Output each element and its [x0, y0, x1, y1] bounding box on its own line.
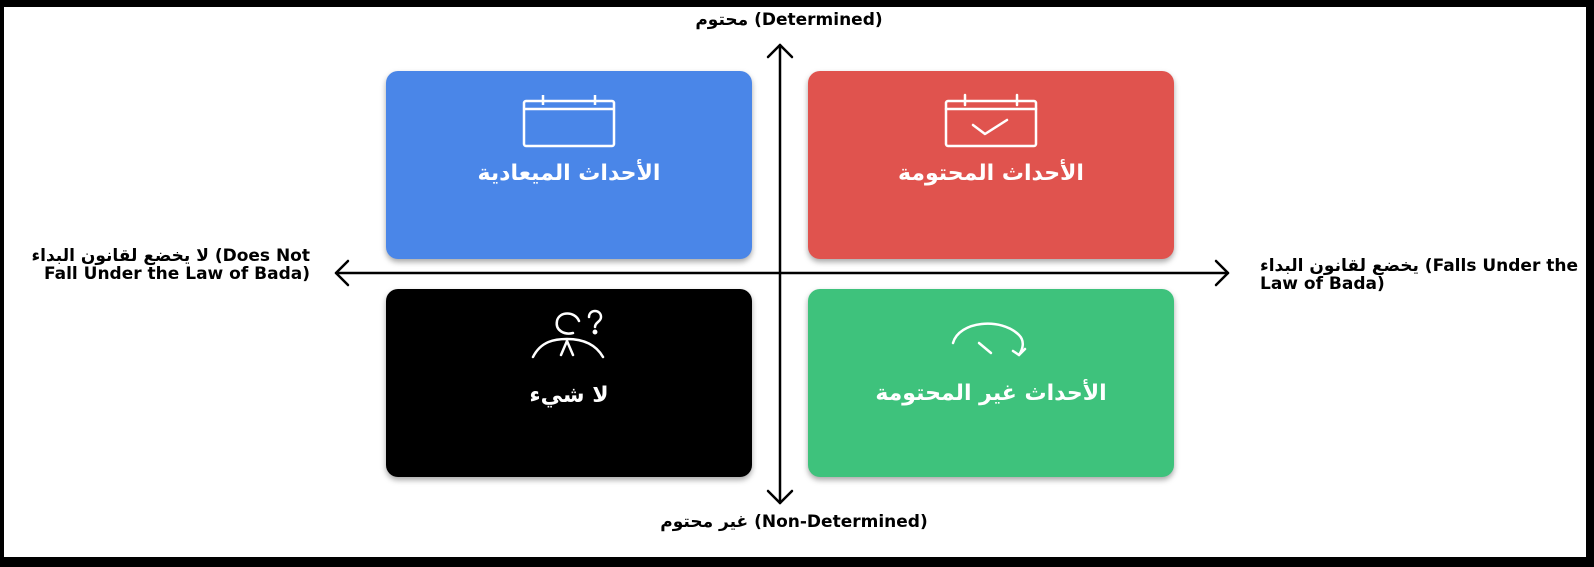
quadrant-top-left: الأحداث الميعادية [386, 71, 752, 259]
axis-label-not-under-bada: لا يخضع لقانون البداء (Does Not Fall Und… [31, 246, 310, 284]
quadrant-bottom-right: الأحداث غير المحتومة [808, 289, 1174, 477]
calendar-icon [522, 95, 616, 148]
arrow-circle-icon [951, 322, 1027, 357]
quadrant-label-nothing: لا شيء [529, 383, 609, 408]
quadrant-label-promised-events: الأحداث الميعادية [477, 161, 661, 186]
axis-label-determined: محتوم (Determined) [695, 10, 883, 30]
vertical-axis-top-arrow [766, 43, 794, 59]
axis-label-non-determined: غير محتوم (Non-Determined) [660, 512, 928, 532]
quadrant-bottom-left: لا شيء [386, 289, 752, 477]
horizontal-axis-left-arrow [334, 259, 350, 287]
quadrant-label-non-determined-events: الأحداث غير المحتومة [875, 381, 1107, 406]
calendar-check-icon [944, 93, 1038, 148]
quadrant-label-determined-events: الأحداث المحتومة [898, 161, 1084, 186]
axes [334, 43, 1230, 505]
horizontal-axis-right-arrow [1214, 259, 1230, 287]
vertical-axis-bottom-arrow [766, 489, 794, 505]
axis-label-under-bada: يخضع لقانون البداء (Falls Under the Law … [1260, 256, 1579, 294]
person-question-icon [531, 309, 605, 359]
quadrant-top-right: الأحداث المحتومة [808, 71, 1174, 259]
diagram-canvas: محتوم (Determined) غير محتوم (Non-Determ… [4, 7, 1586, 557]
